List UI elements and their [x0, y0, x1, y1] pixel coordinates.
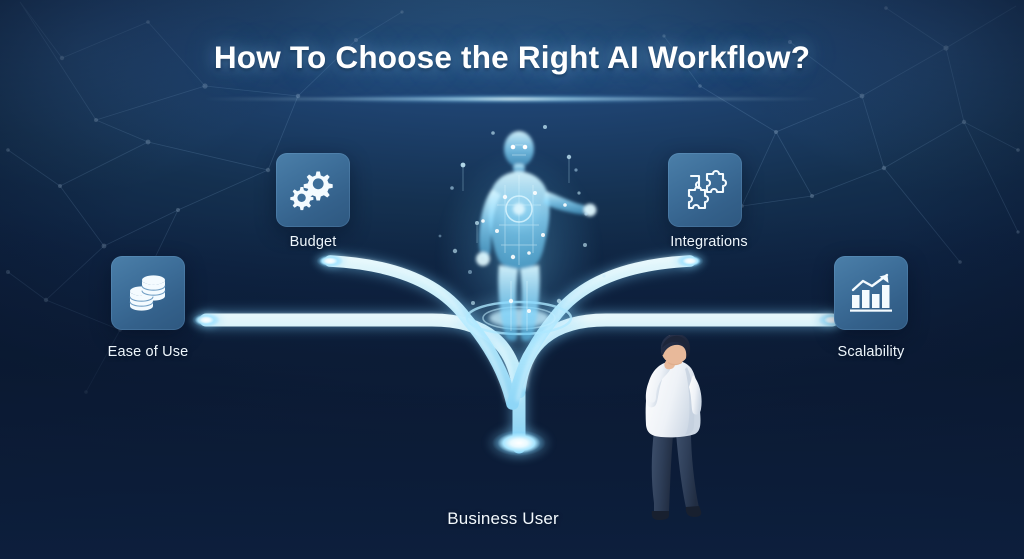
- coins-icon: [129, 275, 166, 311]
- branch-label-scalability: Scalability: [837, 344, 905, 360]
- title-underline-flare: [232, 95, 792, 103]
- gears-icon: [290, 171, 333, 211]
- branch-label-ease-of-use: Ease of Use: [107, 344, 189, 360]
- root-label-business-user: Business User: [447, 509, 559, 528]
- puzzle-icon: [687, 170, 727, 210]
- branch-icon-scalability[interactable]: [834, 256, 908, 330]
- bar-chart-up-icon: [850, 273, 892, 312]
- page-title: How To Choose the Right AI Workflow?: [213, 39, 811, 75]
- branch-label-integrations: Integrations: [670, 234, 748, 250]
- ai-hologram-aura: [404, 105, 634, 395]
- branch-icon-integrations[interactable]: [668, 153, 742, 227]
- branch-icon-budget[interactable]: [276, 153, 350, 227]
- branch-label-budget: Budget: [289, 234, 337, 250]
- branch-icon-ease-of-use[interactable]: [111, 256, 185, 330]
